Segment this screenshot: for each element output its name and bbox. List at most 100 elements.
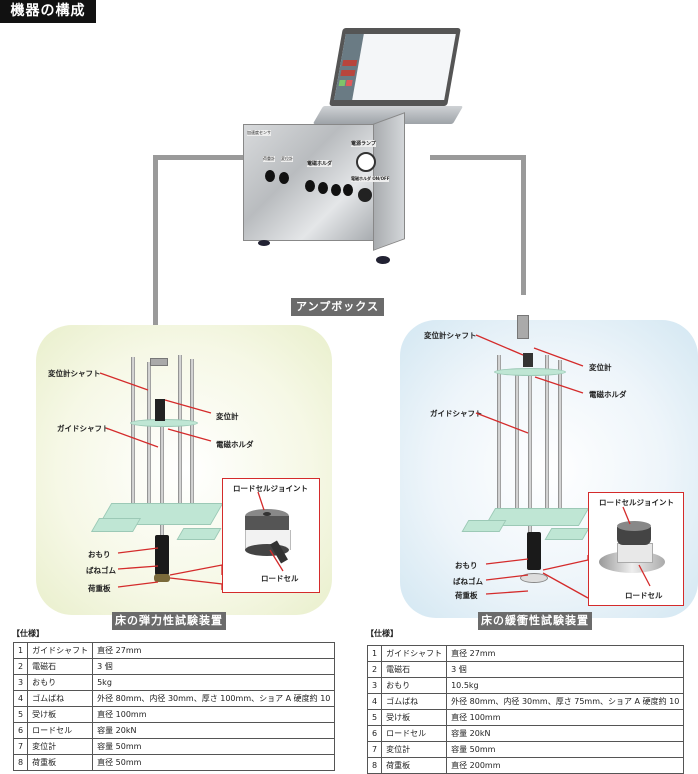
spec-number: 4	[12, 690, 29, 707]
knob-displacement[interactable]	[279, 172, 289, 184]
amp-label-load: 荷重計	[263, 156, 275, 162]
foot-left	[258, 240, 270, 246]
foot-right	[376, 256, 390, 264]
spec-number: 8	[12, 754, 29, 771]
spec-value: 直径 100mm	[446, 709, 685, 726]
label-rubber-spring: ばねゴム	[86, 566, 116, 575]
guide-shaft	[131, 357, 135, 507]
section-title: 機器の構成	[0, 0, 96, 23]
displacement-gauge	[523, 353, 533, 367]
knob-holder-1[interactable]	[305, 180, 315, 192]
label-rubber-spring: ばねゴム	[453, 577, 483, 586]
leader-line	[638, 564, 651, 587]
leader-line	[164, 399, 212, 414]
inset-label-cell: ロードセル	[261, 574, 299, 583]
weight	[155, 535, 169, 575]
spec-number: 2	[12, 658, 29, 675]
knob-holder-2[interactable]	[318, 182, 328, 194]
spec-number: 2	[366, 661, 383, 678]
guide-shaft	[545, 355, 549, 515]
spec-value: 容量 20kN	[446, 725, 685, 742]
leader-line	[117, 565, 159, 570]
guide-shaft	[178, 355, 182, 505]
power-lamp	[356, 152, 376, 172]
spec-item: ゴムばね	[381, 693, 448, 710]
spec-number: 3	[366, 677, 383, 694]
guide-shaft	[190, 359, 194, 509]
load-cell-inset: ロードセルジョイント ロードセル	[588, 492, 684, 606]
guide-shaft	[515, 370, 519, 520]
label-displacement-shaft: 変位計シャフト	[48, 369, 101, 378]
guide-shaft	[558, 360, 562, 520]
label-magnet-holder: 電磁ホルダ	[216, 440, 254, 449]
guide-shaft	[497, 355, 501, 515]
spec-value: 直径 100mm	[92, 706, 336, 723]
leader-line	[105, 427, 159, 448]
displacement-gauge	[155, 399, 165, 421]
spec-value: 容量 50mm	[446, 741, 685, 758]
weight	[527, 532, 541, 570]
spec-value: 容量 20kN	[92, 722, 336, 739]
knob-load[interactable]	[265, 170, 275, 182]
label-displacement-shaft: 変位計シャフト	[424, 331, 477, 340]
spec-item: ゴムばね	[27, 690, 94, 707]
spec-item: ガイドシャフト	[381, 645, 448, 662]
load-plate	[520, 573, 548, 583]
amp-label-holder: 電磁ホルダ	[307, 160, 333, 167]
label-displacement-gauge: 変位計	[589, 363, 612, 372]
spec-item: ガイドシャフト	[27, 642, 94, 659]
label-guide-shaft: ガイドシャフト	[57, 424, 110, 433]
spec-item: おもり	[381, 677, 448, 694]
spec-item: 荷重板	[381, 757, 448, 774]
amp-label-lamp: 電源ランプ	[351, 140, 376, 147]
cable-right-vertical	[521, 155, 526, 295]
spec-value: 外径 80mm、内径 30mm、厚さ 100mm、ショア A 硬度約 10	[92, 690, 336, 707]
spec-item: 電磁石	[381, 661, 448, 678]
leader-line	[117, 547, 159, 554]
inset-label-cell: ロードセル	[625, 591, 663, 600]
leader-line	[485, 574, 529, 581]
spec-number: 7	[366, 741, 383, 758]
label-weight: おもり	[88, 550, 111, 559]
leader-line	[169, 564, 223, 576]
spec-value: 直径 27mm	[446, 645, 685, 662]
cable-left-horizontal	[153, 155, 243, 160]
spec-value: 容量 50mm	[92, 738, 336, 755]
spec-value: 3 個	[92, 658, 336, 675]
spec-number: 3	[12, 674, 29, 691]
leader-line	[542, 572, 589, 599]
center-shaft	[160, 400, 164, 540]
load-cell-inset: ロードセルジョイント ロードセル	[222, 478, 320, 593]
holder-switch[interactable]	[358, 188, 372, 202]
spec-heading-right: 【仕様】	[366, 629, 398, 638]
spec-heading-left: 【仕様】	[12, 629, 44, 638]
cushioning-apparatus-caption: 床の緩衝性試験装置	[478, 612, 592, 630]
amp-label-holder-switch: 電磁ホルダ ON/OFF	[351, 176, 390, 182]
knob-holder-4[interactable]	[343, 184, 353, 196]
spec-value: 直径 50mm	[92, 754, 336, 771]
spec-value: 5kg	[92, 674, 336, 691]
spec-number: 5	[366, 709, 383, 726]
spec-value: 直径 27mm	[92, 642, 336, 659]
cable-left-vertical	[153, 155, 158, 335]
label-weight: おもり	[455, 561, 478, 570]
knob-holder-3[interactable]	[331, 184, 341, 196]
leader-line	[542, 555, 589, 571]
spec-item: ロードセル	[27, 722, 94, 739]
amp-label-displacement: 変位計	[281, 156, 293, 162]
